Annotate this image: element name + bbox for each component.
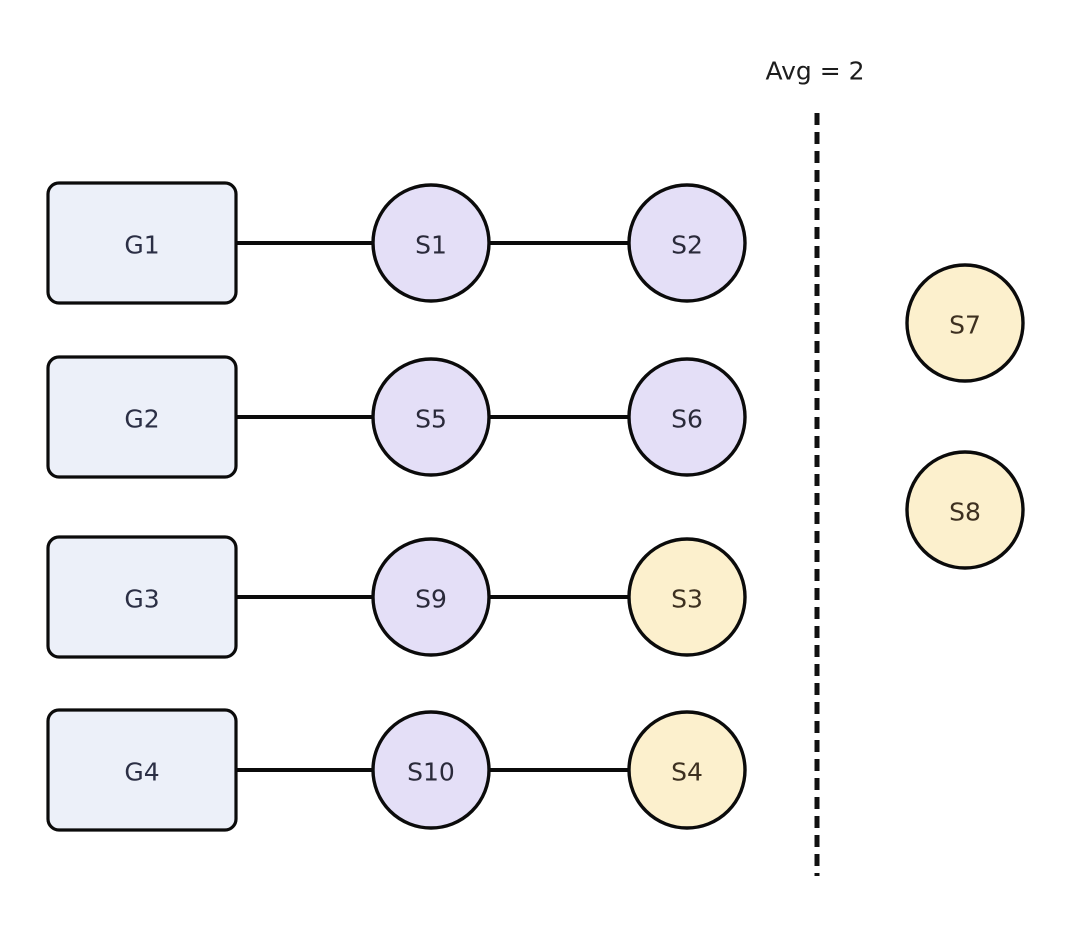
group-node-g4[interactable] [46, 708, 238, 832]
node-circle-s3[interactable] [627, 537, 747, 657]
node-label-s10: S10 [407, 758, 455, 787]
node-circle-s9[interactable] [371, 537, 491, 657]
node-label-s7: S7 [949, 311, 981, 340]
node-circle-s6[interactable] [627, 357, 747, 477]
average-label: Avg = 2 [765, 57, 864, 86]
node-label-s2: S2 [671, 231, 703, 260]
group-label-g3: G3 [124, 585, 159, 614]
node-circle-s8[interactable] [905, 450, 1025, 570]
chain-row-4: G4 S10 S4 [46, 708, 747, 832]
chain-row-3: G3 S9 S3 [46, 535, 747, 659]
unassigned-node-group: S7 S8 [905, 263, 1025, 570]
group-label-g1: G1 [124, 231, 159, 260]
node-circle-s5[interactable] [371, 357, 491, 477]
chain-row-2: G2 S5 S6 [46, 355, 747, 479]
group-node-g3[interactable] [46, 535, 238, 659]
node-label-s4: S4 [671, 758, 703, 787]
node-label-s8: S8 [949, 498, 981, 527]
node-circle-s4[interactable] [627, 710, 747, 830]
average-divider-group: Avg = 2 [765, 57, 865, 876]
node-label-s1: S1 [415, 231, 447, 260]
chain-row-1: G1 S1 S2 [46, 181, 747, 305]
node-circle-s7[interactable] [905, 263, 1025, 383]
node-label-s5: S5 [415, 405, 447, 434]
group-label-g2: G2 [124, 405, 159, 434]
node-circle-s2[interactable] [627, 183, 747, 303]
node-label-s3: S3 [671, 585, 703, 614]
node-circle-s10[interactable] [371, 710, 491, 830]
group-label-g4: G4 [124, 758, 159, 787]
node-label-s9: S9 [415, 585, 447, 614]
group-node-g1[interactable] [46, 181, 238, 305]
group-node-g2[interactable] [46, 355, 238, 479]
node-label-s6: S6 [671, 405, 703, 434]
node-circle-s1[interactable] [371, 183, 491, 303]
